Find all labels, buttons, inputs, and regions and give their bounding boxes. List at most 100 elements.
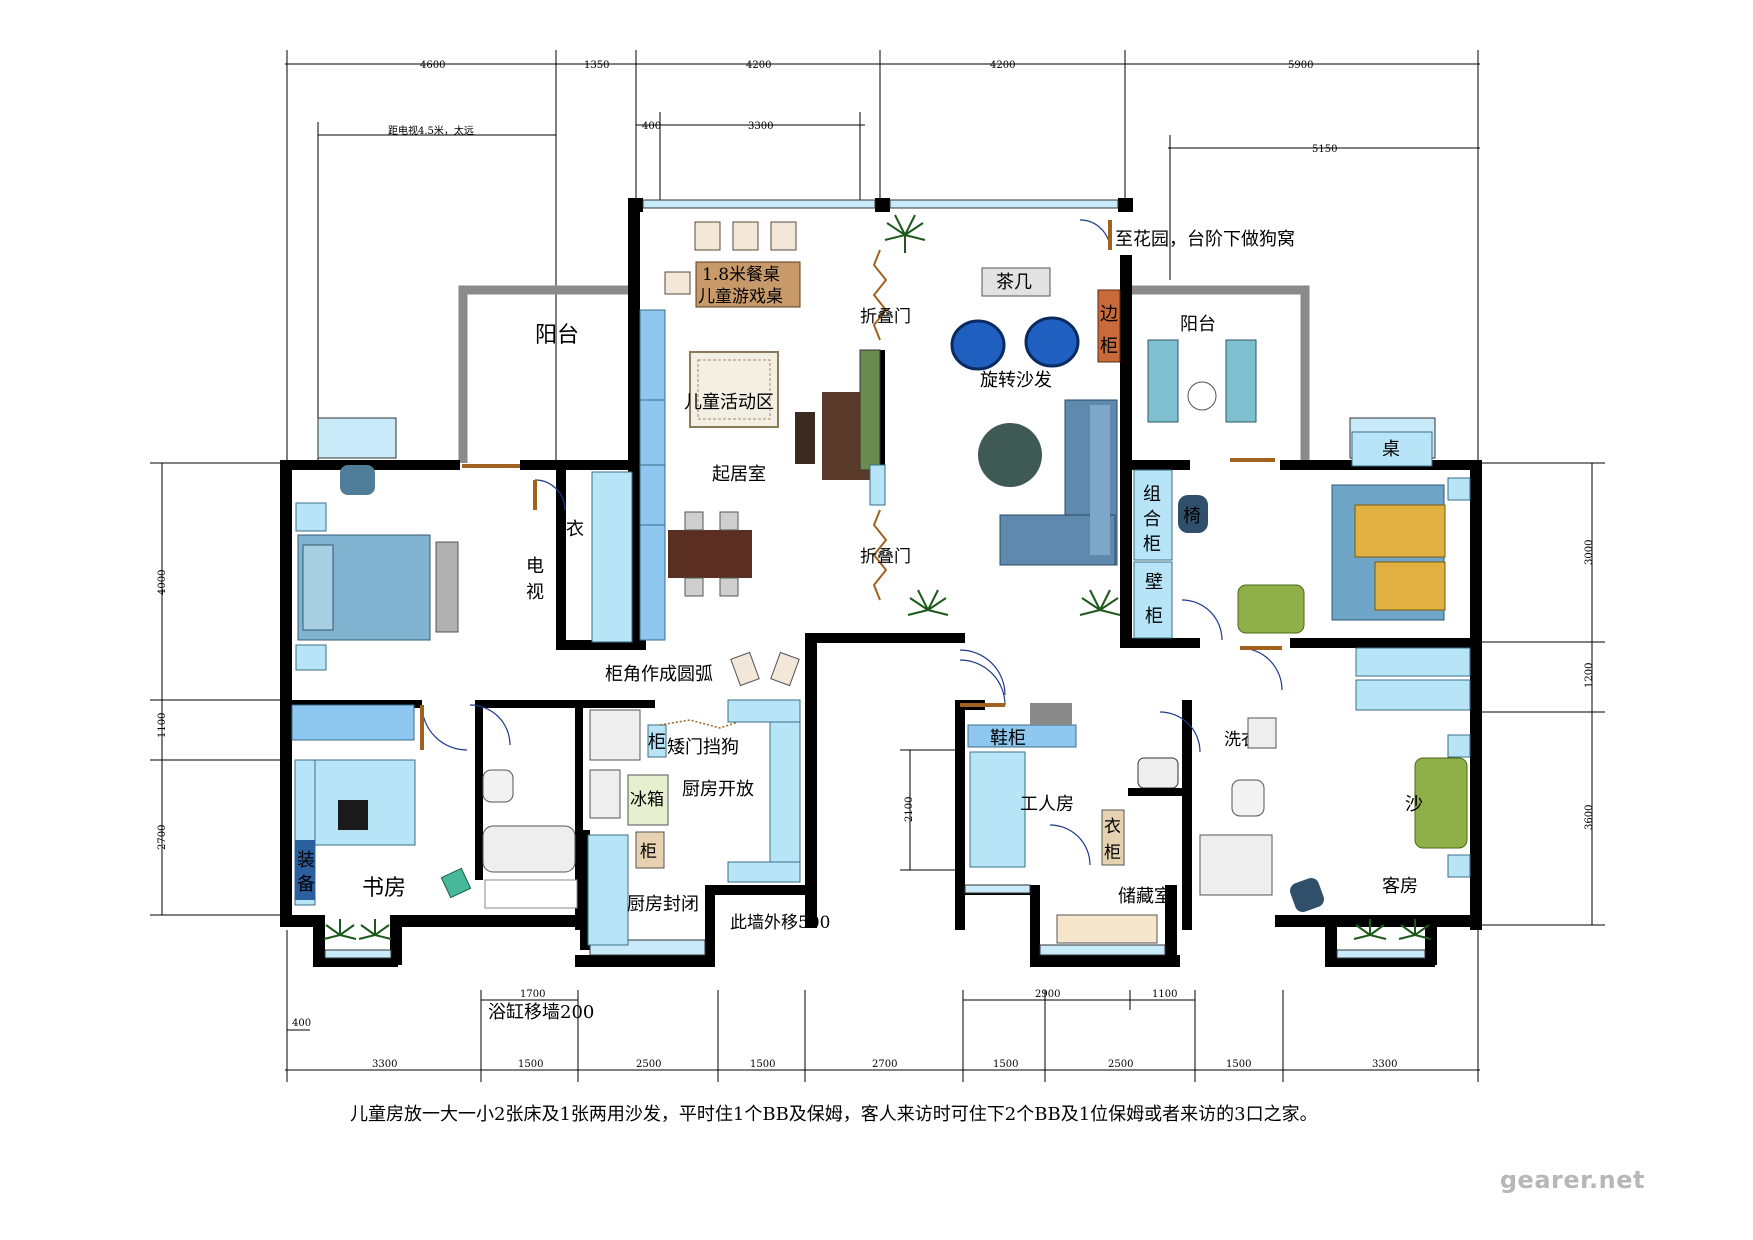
dimension-lines-bottom: 3300 1500 2500 1500 2700 1500 2500 1500 … [285, 749, 1480, 1082]
corner-cabinet-label: 柜角作成圆弧 [605, 664, 713, 685]
dim-top-4: 4200 [990, 60, 1015, 71]
caption: 儿童房放一大一小2张床及1张两用沙发，平时住1个BB及保姆，客人来访时可住下2个… [350, 1104, 1318, 1125]
study-cabinet [291, 704, 415, 741]
dim-bottom-5: 2700 [872, 1059, 897, 1070]
dim-top-2: 1350 [584, 60, 609, 71]
toilet [482, 769, 514, 803]
dim-right-2: 1200 [1584, 663, 1595, 688]
balcony-left-label: 阳台 [535, 323, 579, 348]
guest-room-label: 客房 [1382, 876, 1418, 897]
equipment-label-2: 备 [297, 874, 315, 895]
folding-door-bottom[interactable] [872, 509, 888, 601]
dimension-lines-left: 4000 1100 2700 [150, 462, 288, 916]
kids-game-table-label: 儿童游戏桌 [698, 287, 783, 307]
wardrobe-right-2: 柜 [1104, 843, 1121, 863]
dim-bottom-8: 1500 [1226, 1059, 1251, 1070]
kids-rug [689, 351, 779, 428]
dining-chair [770, 221, 797, 251]
shoe-cabinet-label: 鞋柜 [990, 728, 1026, 749]
dim-bottom-2900: 2900 [1035, 989, 1060, 1000]
plant-icon [323, 214, 1432, 940]
combo-cabinet-2: 合 [1143, 509, 1161, 530]
bedroom-chair [340, 465, 375, 495]
bathtub-wall-label: 浴缸移墙200 [488, 1001, 594, 1023]
dim-top-6: 400 [642, 121, 661, 132]
small-table [668, 530, 752, 578]
watermark: gearer.net [1499, 1166, 1645, 1194]
kids-area-label: 儿童活动区 [684, 392, 774, 413]
dim-bottom-1100: 1100 [1152, 989, 1177, 1000]
balcony-left-wall [458, 285, 632, 463]
folding-door-top-label: 折叠门 [860, 307, 911, 327]
desk [1351, 431, 1433, 467]
storage-label: 储藏室 [1118, 886, 1172, 907]
dim-left-1: 4000 [157, 570, 168, 595]
single-bed [969, 751, 1026, 868]
window-guest [1336, 949, 1426, 959]
wall-move-label: 此墙外移500 [730, 913, 830, 933]
to-garden-label: 至花园，台阶下做狗窝 [1115, 229, 1295, 250]
tea-table [981, 267, 1051, 297]
dim-top-3: 4200 [746, 60, 771, 71]
study-label: 书房 [362, 876, 406, 901]
dim-bottom-1700: 1700 [520, 989, 545, 1000]
low-gate-label: 矮门挡狗 [667, 737, 739, 758]
walls [280, 198, 1482, 967]
bench [435, 541, 459, 633]
folding-door-bottom-label: 折叠门 [860, 547, 911, 567]
shoe-cabinet [967, 724, 1077, 748]
window-storage [1039, 944, 1166, 956]
folding-door-top[interactable] [872, 249, 888, 341]
sofa-small-label: 沙 [1405, 794, 1423, 815]
combo-cabinet-3: 柜 [1143, 534, 1161, 555]
side-cabinet-label-2: 柜 [1100, 336, 1118, 357]
dim-bottom-6: 1500 [993, 1059, 1018, 1070]
shower-right [1199, 834, 1273, 896]
chair [1178, 495, 1208, 533]
kitchen-cab-label: 柜 [648, 732, 666, 753]
dining-chair [664, 271, 691, 295]
wardrobe-left [591, 471, 633, 643]
side-cabinet [1097, 289, 1121, 363]
shower [589, 709, 641, 761]
guest-sofa [1414, 757, 1468, 849]
dimension-lines-right: 3000 1200 3600 [1480, 462, 1605, 926]
swivel-sofa-right [1024, 316, 1080, 368]
dim-bottom-3: 2500 [636, 1059, 661, 1070]
dim-bottom-1: 3300 [372, 1059, 397, 1070]
tv-label-2: 视 [526, 582, 544, 603]
kitchen-open-label: 厨房开放 [682, 779, 754, 800]
swivel-sofa-left [950, 319, 1006, 371]
wall-cabinet [1133, 561, 1173, 639]
kitchen-closed-label: 厨房封闭 [627, 894, 699, 915]
balcony-chair [1147, 339, 1179, 423]
dim-bottom-4: 1500 [750, 1059, 775, 1070]
tv-distance-note: 距电视4.5米，太远 [388, 124, 474, 137]
dim-worker-2100: 2100 [904, 797, 915, 822]
combo-cabinet-1: 组 [1143, 484, 1161, 505]
kitchen-cabinet [647, 724, 667, 758]
dim-bottom-7: 2500 [1108, 1059, 1133, 1070]
dim-top-1: 4600 [420, 60, 445, 71]
dim-top-5: 5900 [1288, 60, 1313, 71]
window-study [324, 949, 392, 959]
side-cabinet-label-1: 边 [1100, 304, 1118, 325]
balcony-right-label: 阳台 [1180, 314, 1216, 335]
chair-label: 椅 [1183, 506, 1201, 527]
dim-bottom-9: 3300 [1372, 1059, 1397, 1070]
desk-label: 桌 [1382, 439, 1400, 460]
guest-chair [1290, 878, 1324, 912]
wardrobe-right-1: 衣 [1104, 817, 1121, 837]
fridge [627, 774, 669, 826]
dim-bottom-2: 1500 [518, 1059, 543, 1070]
balcony-right-wall [1130, 285, 1310, 463]
tv-label-1: 电 [526, 556, 544, 577]
dimension-lines-top: 4600 1350 4200 4200 5900 400 3300 5150 距… [285, 50, 1480, 460]
cabinet-small [635, 831, 665, 869]
worker-room-label: 工人房 [1020, 794, 1074, 815]
dim-left-3: 2700 [157, 825, 168, 850]
wardrobe-right [1101, 809, 1125, 866]
dim-top-7: 3300 [748, 121, 773, 132]
cabinet-small-label: 柜 [640, 842, 657, 862]
